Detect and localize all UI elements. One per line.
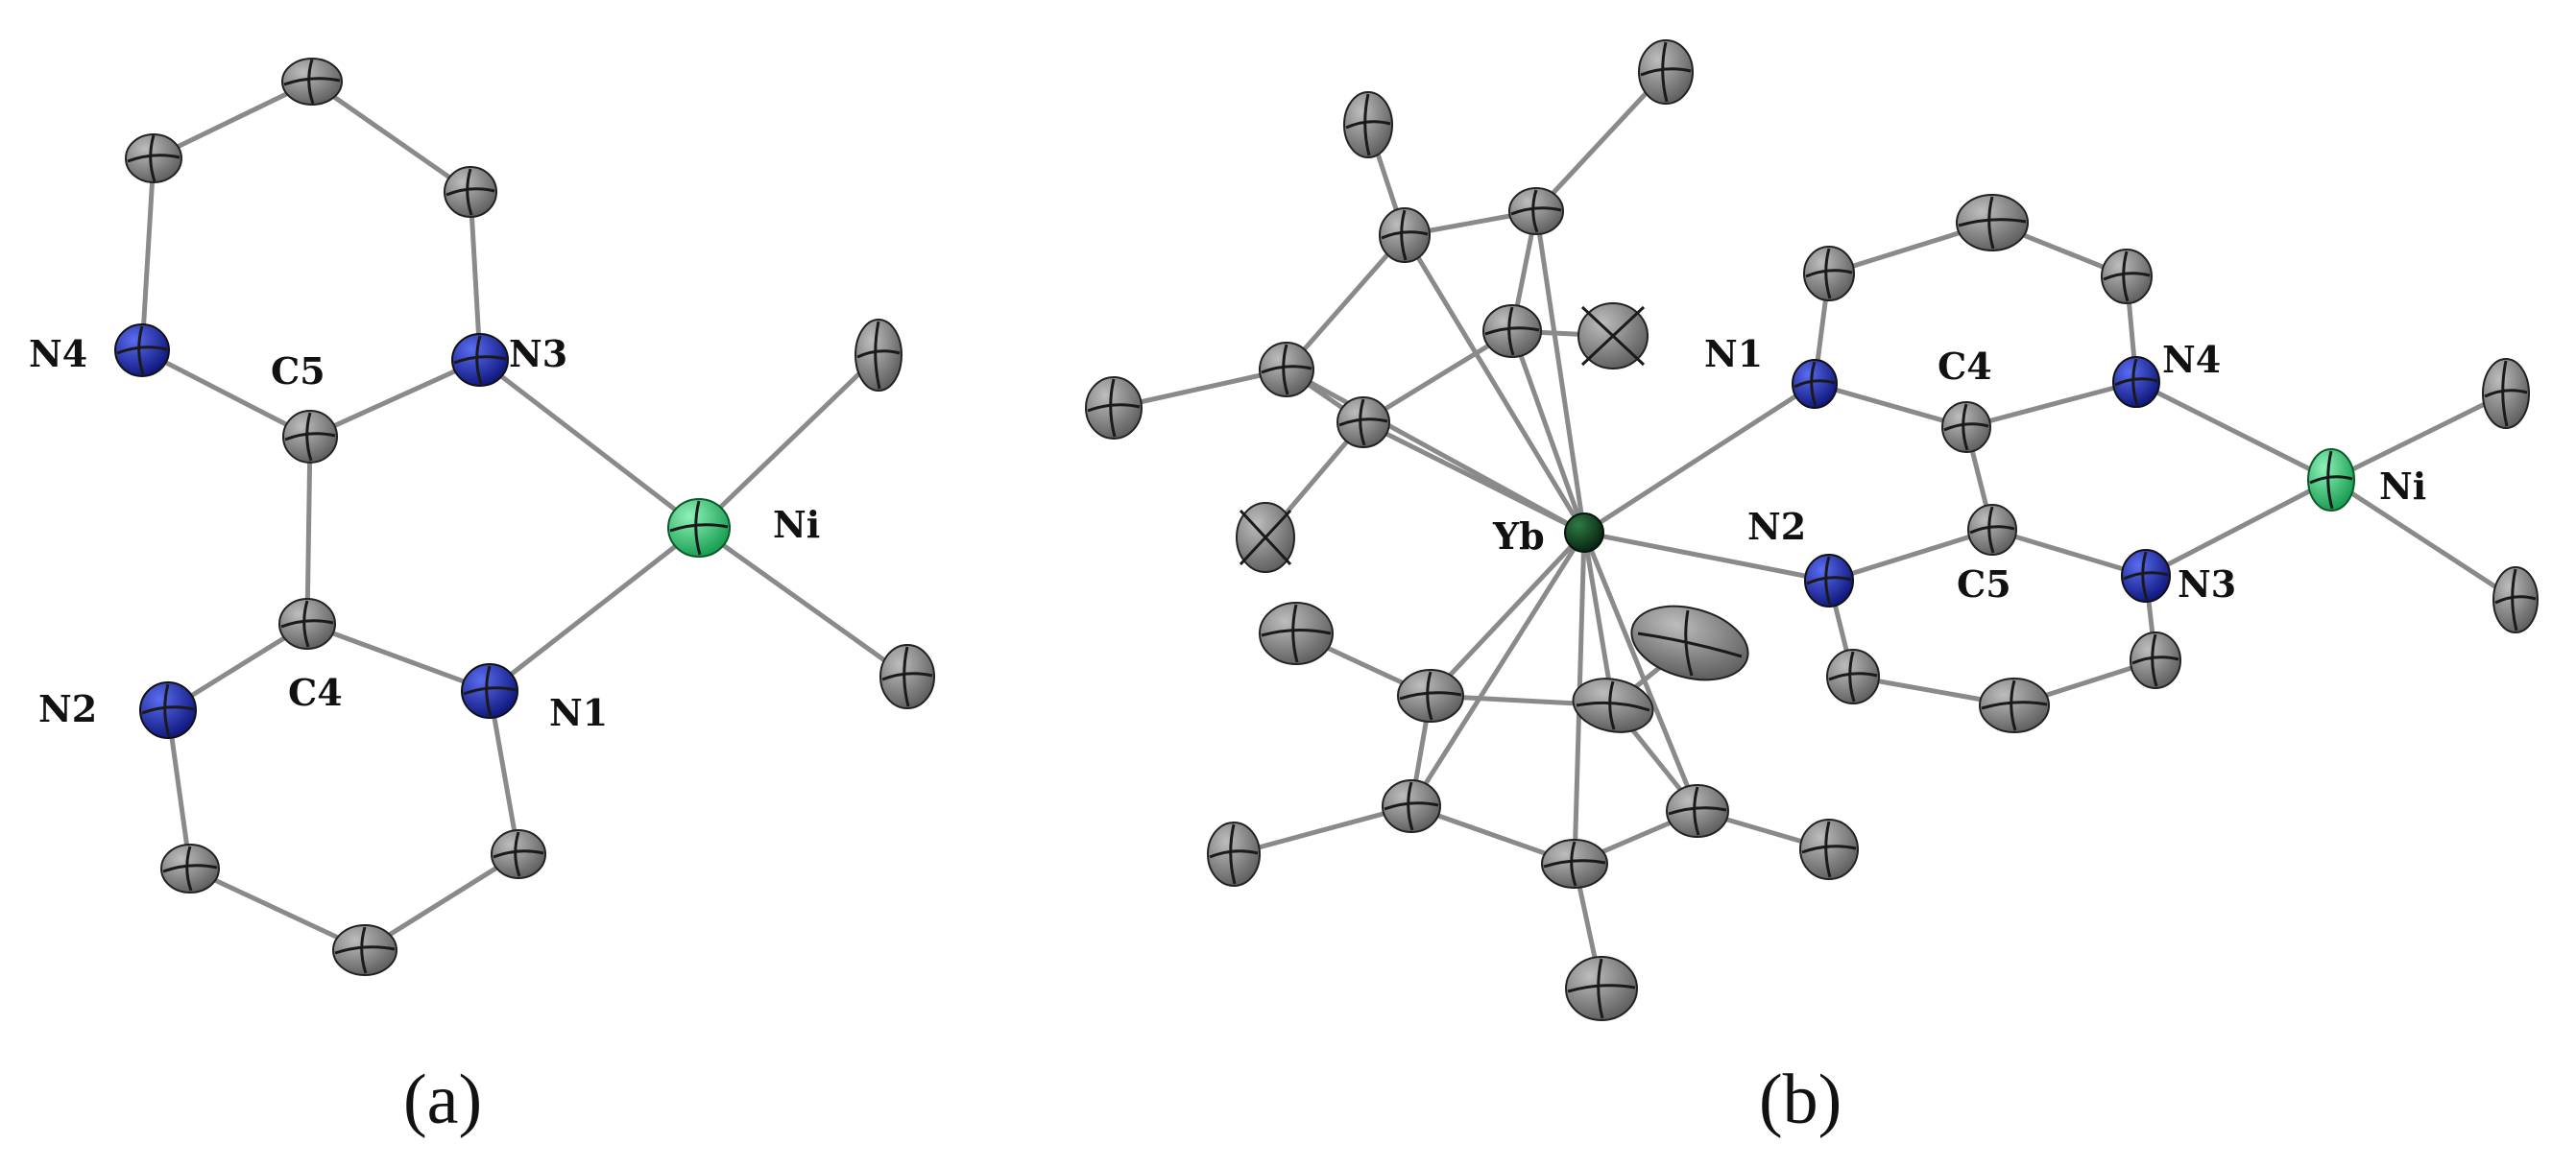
carbon-atom [1799, 819, 1859, 880]
panel-a-molecule: N4 C5 N3 Ni N2 C4 N1 (a) [29, 58, 935, 1139]
carbon-atom [1630, 605, 1749, 681]
atom-label: N4 [2162, 338, 2221, 381]
carbon-atom [160, 844, 220, 894]
carbon-atom [281, 58, 343, 106]
carbon-atom [855, 319, 903, 392]
atom-label: Ni [773, 503, 820, 546]
nitrogen-atom [114, 323, 170, 377]
carbon-atom [125, 133, 182, 183]
panel-b-molecule: N1 C4 N4 Ni Yb N2 C5 N3 (b) [1085, 39, 2539, 1139]
carbon-atom [2130, 632, 2181, 689]
carbon-atom [1638, 39, 1694, 105]
carbon-atom [1336, 396, 1390, 448]
carbon-atom [1259, 342, 1314, 397]
carbon-atom [282, 410, 338, 464]
carbon-atom [1379, 207, 1431, 263]
panel-b-atoms [1085, 39, 2539, 1021]
carbon-atom [1382, 779, 1441, 833]
nitrogen-atom [2121, 549, 2171, 603]
panel-a-atom-labels: N4 C5 N3 Ni N2 C4 N1 [29, 332, 820, 734]
carbon-atom [2101, 249, 2153, 304]
atom-label: Ni [2379, 465, 2426, 508]
carbon-atom [2492, 566, 2539, 633]
nickel-atom [667, 498, 731, 558]
carbon-atom [2482, 358, 2530, 429]
atom-label: C4 [288, 671, 343, 714]
panel-a-atoms [114, 58, 935, 976]
carbon-atom [1826, 649, 1880, 704]
atom-label: N1 [549, 691, 608, 734]
carbon-atom [1666, 784, 1729, 838]
nickel-atom [2307, 448, 2355, 512]
carbon-atom [1572, 678, 1654, 733]
carbon-atom [1259, 602, 1334, 665]
carbon-atom [1577, 302, 1649, 369]
carbon-atom [879, 644, 935, 709]
carbon-atom [1397, 669, 1464, 723]
nitrogen-atom [1792, 359, 1838, 409]
atom-label: C4 [1938, 345, 1992, 388]
panel-b-atom-labels: N1 C4 N4 Ni Yb N2 C5 N3 [1492, 332, 2426, 606]
atom-label: N3 [2178, 562, 2236, 606]
carbon-atom [1967, 504, 2017, 556]
carbon-atom [1508, 187, 1564, 235]
atom-label: C5 [1957, 562, 2011, 606]
atom-label: N2 [1747, 505, 1806, 548]
carbon-atom [1803, 246, 1855, 301]
carbon-atom [1941, 401, 1991, 453]
nitrogen-atom [2112, 356, 2160, 408]
nitrogen-atom [139, 681, 197, 739]
carbon-atom [1956, 194, 2029, 251]
nitrogen-atom [451, 333, 509, 387]
atom-label: N1 [1704, 332, 1763, 375]
carbon-atom [1979, 678, 2050, 733]
atom-label: N4 [29, 332, 87, 375]
ytterbium-atom [1564, 512, 1604, 553]
carbon-atom [1207, 822, 1261, 887]
atom-label: C5 [271, 349, 325, 393]
carbon-atom [278, 598, 336, 650]
carbon-atom [1236, 502, 1295, 573]
panel-label-b: (b) [1759, 1061, 1842, 1139]
atom-label: Yb [1492, 514, 1545, 558]
carbon-atom [1482, 304, 1542, 358]
atom-label: N3 [509, 332, 567, 375]
carbon-atom [1541, 839, 1608, 889]
panel-label-a: (a) [403, 1061, 482, 1139]
nitrogen-atom [1804, 554, 1854, 608]
atom-label: N2 [38, 687, 97, 730]
nitrogen-atom [461, 663, 518, 719]
carbon-atom [1343, 91, 1393, 158]
carbon-atom [332, 924, 397, 976]
carbon-atom [1085, 376, 1143, 440]
carbon-atom [1565, 956, 1638, 1021]
carbon-atom [491, 829, 546, 879]
carbon-atom [444, 166, 497, 218]
